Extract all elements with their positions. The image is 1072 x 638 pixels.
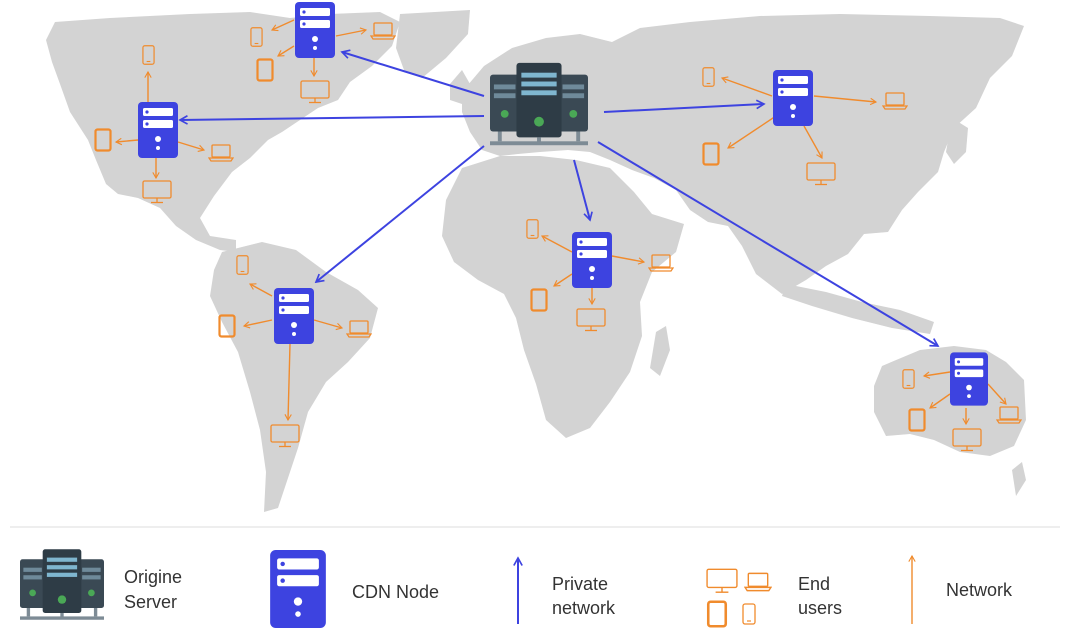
legend-origin-label-1: Origine (124, 567, 182, 587)
land-uk (450, 70, 470, 104)
network-link (335, 27, 368, 37)
network-links (114, 19, 1007, 426)
network-link (720, 76, 773, 97)
legend-origin-label-2: Server (124, 592, 177, 612)
cdn-node-usa (138, 102, 178, 158)
network-link (177, 141, 206, 152)
network-link (270, 19, 295, 32)
legend: Origine Server CDN Node Private network … (20, 549, 1013, 628)
land-north-america (46, 12, 400, 252)
network-link (284, 343, 292, 422)
network-link (277, 45, 295, 57)
cdn-node-south-america (274, 288, 314, 344)
land-japan (946, 118, 968, 164)
cdn-node-canada (295, 2, 335, 58)
legend-users-label-2: users (798, 598, 842, 618)
network-link (611, 255, 646, 265)
land-eurasia (462, 14, 1024, 294)
private-link-africa (573, 159, 590, 220)
cdn-node-africa (572, 232, 612, 288)
network-link (727, 115, 777, 149)
legend-origin-server-icon (20, 549, 104, 620)
legend-phone-icon (742, 603, 756, 625)
network-link (114, 137, 139, 146)
network-link (929, 393, 951, 409)
network-link (553, 273, 573, 287)
cdn-node-asia (773, 70, 813, 126)
network-link (803, 125, 823, 159)
world-map (46, 10, 1026, 512)
network-link (987, 383, 1007, 405)
land-greenland (396, 10, 470, 78)
land-new-zealand (1012, 462, 1026, 496)
land-south-america (210, 242, 378, 512)
private-link-asia (603, 104, 764, 113)
network-link (922, 371, 951, 379)
private-network-links (180, 52, 938, 346)
legend-private-label-1: Private (552, 574, 608, 594)
private-link-south-america (316, 145, 485, 282)
legend-network-label: Network (946, 580, 1013, 600)
network-link (242, 319, 273, 329)
land-africa (442, 156, 684, 438)
private-link-canada (342, 52, 485, 97)
legend-monitor-icon (706, 568, 738, 593)
network-link (541, 235, 573, 253)
legend-users-label-1: End (798, 574, 830, 594)
legend-cdn-node-icon (270, 550, 326, 628)
network-link (813, 95, 878, 106)
legend-laptop-icon (744, 572, 772, 592)
legend-private-label-2: network (552, 598, 616, 618)
network-link (249, 283, 273, 297)
private-link-australia (597, 141, 938, 346)
private-link-usa (180, 115, 485, 120)
network-link (313, 319, 344, 331)
land-indonesia (782, 284, 934, 334)
cdn-node-australia (950, 352, 988, 406)
legend-tablet-icon (706, 600, 728, 628)
land-madagascar (650, 326, 670, 376)
legend-cdn-label: CDN Node (352, 582, 439, 602)
